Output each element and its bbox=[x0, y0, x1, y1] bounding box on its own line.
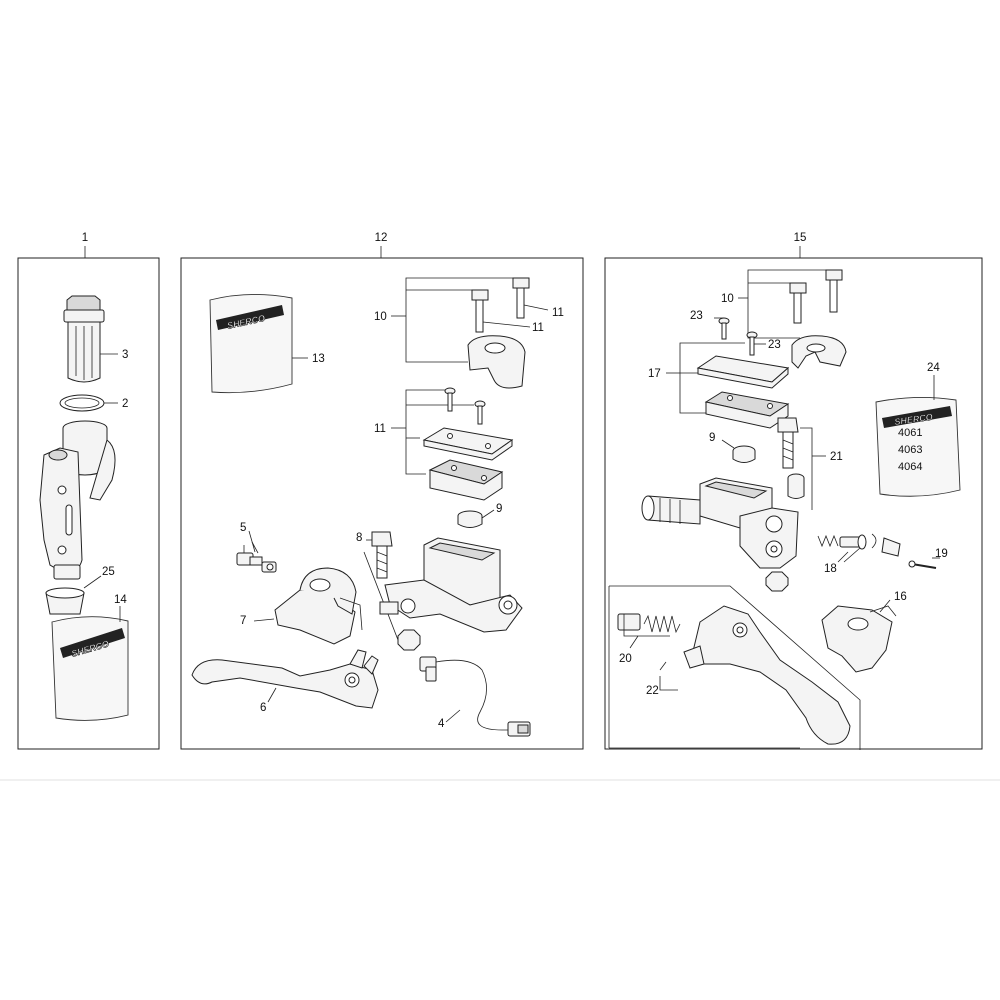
callout-8[interactable]: 8 bbox=[356, 532, 362, 544]
assembly-frame-1 bbox=[17, 257, 160, 750]
panel-assembly-1: 1 3 2 bbox=[17, 232, 160, 750]
callout-7[interactable]: 7 bbox=[240, 615, 246, 627]
callout-6[interactable]: 6 bbox=[260, 702, 266, 714]
callout-17[interactable]: 17 bbox=[648, 368, 661, 380]
assembly-label-15[interactable]: 15 bbox=[794, 232, 807, 244]
callout-25[interactable]: 25 bbox=[102, 566, 115, 578]
assembly-label-12[interactable]: 12 bbox=[375, 232, 388, 244]
callout-20[interactable]: 20 bbox=[619, 653, 632, 665]
clamp-screw-pair[interactable] bbox=[471, 277, 530, 333]
callout-24[interactable]: 24 bbox=[927, 362, 940, 374]
callout-5[interactable]: 5 bbox=[240, 522, 246, 534]
callout-11-a[interactable]: 11 bbox=[552, 307, 564, 319]
kit-code-2: 4063 bbox=[898, 444, 922, 456]
callout-2[interactable]: 2 bbox=[122, 398, 128, 410]
kit-code-1: 4061 bbox=[898, 427, 922, 439]
assembly-label-1[interactable]: 1 bbox=[82, 232, 88, 244]
callout-23-b[interactable]: 23 bbox=[768, 339, 781, 351]
lever-guard-part[interactable] bbox=[274, 567, 363, 645]
callout-10-p15[interactable]: 10 bbox=[721, 293, 734, 305]
callout-11-c[interactable]: 11 bbox=[374, 423, 386, 435]
cover-screw-pair[interactable] bbox=[718, 317, 758, 356]
master-cylinder-body-part[interactable] bbox=[641, 477, 799, 569]
callout-21[interactable]: 21 bbox=[830, 451, 843, 463]
cover-screw-pair[interactable] bbox=[444, 387, 486, 425]
callout-10-p12[interactable]: 10 bbox=[374, 311, 387, 323]
clamp-screw-pair[interactable] bbox=[789, 269, 843, 324]
callout-19[interactable]: 19 bbox=[935, 548, 948, 560]
brake-switch-part[interactable] bbox=[236, 541, 277, 573]
brake-lever-part[interactable] bbox=[191, 649, 379, 709]
callout-11-b[interactable]: 11 bbox=[532, 322, 544, 334]
callout-22[interactable]: 22 bbox=[646, 685, 659, 697]
o-ring-part[interactable] bbox=[59, 394, 105, 412]
handlebar-clamp-part[interactable] bbox=[467, 335, 526, 389]
kit-code-3: 4064 bbox=[898, 461, 922, 473]
mounting-bolt-part[interactable] bbox=[371, 531, 393, 579]
master-cylinder-body-part[interactable] bbox=[379, 537, 523, 633]
reservoir-cap-part[interactable] bbox=[63, 295, 105, 383]
callout-23-a[interactable]: 23 bbox=[690, 310, 703, 322]
panel-assembly-15: 15 10 23 23 17 bbox=[604, 232, 983, 750]
callout-4[interactable]: 4 bbox=[438, 718, 445, 730]
master-cylinder-body-part[interactable] bbox=[39, 420, 116, 580]
assembly-frame-12 bbox=[180, 257, 584, 750]
callout-9-p12[interactable]: 9 bbox=[496, 503, 502, 515]
mounting-bolt-part[interactable] bbox=[777, 417, 805, 499]
callout-16[interactable]: 16 bbox=[894, 591, 907, 603]
panel-assembly-12: 12 SHERCO 13 10 11 11 11 bbox=[180, 232, 584, 750]
callout-3[interactable]: 3 bbox=[122, 349, 128, 361]
callout-9-p15[interactable]: 9 bbox=[709, 432, 715, 444]
lever-kit-bracket bbox=[609, 585, 861, 750]
return-spring-part[interactable] bbox=[617, 613, 681, 634]
assembly-frame-15 bbox=[604, 257, 983, 750]
switch-wire-part[interactable] bbox=[419, 656, 531, 737]
callout-13[interactable]: 13 bbox=[312, 353, 325, 365]
lever-guard-part[interactable] bbox=[821, 605, 897, 673]
piston-kit-part[interactable] bbox=[817, 533, 901, 557]
callout-14[interactable]: 14 bbox=[114, 594, 127, 606]
push-rod-part[interactable] bbox=[908, 560, 937, 569]
callout-18[interactable]: 18 bbox=[824, 563, 837, 575]
brake-lever-part[interactable] bbox=[683, 605, 851, 745]
